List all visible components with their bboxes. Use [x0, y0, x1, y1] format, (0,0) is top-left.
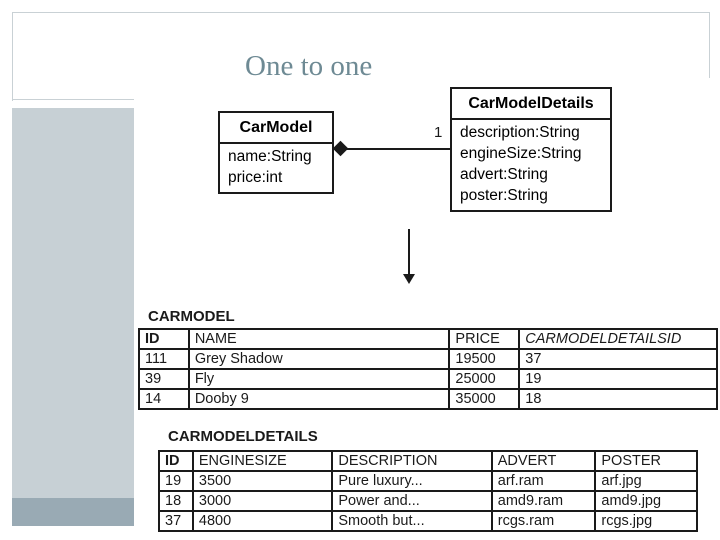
diagram-area: CarModel name:String price:int 1 CarMode…: [134, 78, 720, 540]
uml-attributes: description:String engineSize:String adv…: [452, 120, 610, 210]
table-cell: Pure luxury...: [331, 470, 493, 492]
uml-class-carmodel: CarModel name:String price:int: [218, 111, 334, 194]
column-header: PRICE: [448, 328, 521, 350]
table-cell: amd9.ram: [490, 490, 597, 512]
table-cell: Fly: [187, 368, 451, 390]
uml-attribute: engineSize:String: [460, 145, 582, 162]
table-cell: Power and...: [331, 490, 493, 512]
table-cell: 111: [138, 348, 190, 370]
table-row: 19 3500 Pure luxury... arf.ram arf.jpg: [158, 470, 698, 492]
table-cell: 14: [138, 388, 190, 410]
column-header: ADVERT: [490, 450, 597, 472]
table-row: 39 Fly 25000 19: [138, 368, 718, 390]
table-cell: 18: [158, 490, 194, 512]
uml-class-name: CarModel: [220, 113, 332, 144]
uml-class-name: CarModelDetails: [452, 89, 610, 120]
table-cell: amd9.jpg: [594, 490, 698, 512]
table-header-row: ID ENGINESIZE DESCRIPTION ADVERT POSTER: [158, 450, 698, 472]
uml-attribute: name:String: [228, 148, 312, 165]
uml-attribute: description:String: [460, 124, 580, 141]
table-carmodel: ID NAME PRICE CARMODELDETAILSID 111 Grey…: [138, 328, 718, 410]
table-cell: rcgs.ram: [490, 510, 597, 532]
column-header: POSTER: [594, 450, 698, 472]
table-cell: 3500: [191, 470, 334, 492]
table-cell: 39: [138, 368, 190, 390]
uml-attribute: price:int: [228, 169, 283, 186]
mapping-arrow-shaft: [408, 229, 410, 275]
table-row: 18 3000 Power and... amd9.ram amd9.jpg: [158, 490, 698, 512]
table-cell: 37: [518, 348, 718, 370]
table-cell: arf.jpg: [594, 470, 698, 492]
table-cell: 19: [518, 368, 718, 390]
table-cell: arf.ram: [490, 470, 597, 492]
table-cell: 19500: [448, 348, 521, 370]
table-name-carmodel: CARMODEL: [148, 308, 235, 325]
slide-frame: [12, 12, 710, 101]
side-panel-strip: [12, 498, 134, 526]
side-panel: [12, 108, 134, 526]
down-arrow-icon: [403, 274, 415, 284]
column-header: ENGINESIZE: [191, 450, 334, 472]
column-header: ID: [138, 328, 190, 350]
column-header: ID: [158, 450, 194, 472]
table-cell: 3000: [191, 490, 334, 512]
uml-attributes: name:String price:int: [220, 144, 332, 192]
column-header: DESCRIPTION: [331, 450, 493, 472]
column-header: NAME: [187, 328, 451, 350]
uml-attribute: advert:String: [460, 166, 548, 183]
table-cell: 18: [518, 388, 718, 410]
table-cell: 25000: [448, 368, 521, 390]
table-cell: Grey Shadow: [187, 348, 451, 370]
table-cell: 37: [158, 510, 194, 532]
table-carmodeldetails: ID ENGINESIZE DESCRIPTION ADVERT POSTER …: [158, 450, 698, 532]
uml-attribute: poster:String: [460, 187, 548, 204]
table-cell: Dooby 9: [187, 388, 451, 410]
uml-class-carmodeldetails: CarModelDetails description:String engin…: [450, 87, 612, 212]
table-cell: 35000: [448, 388, 521, 410]
association-line: [342, 148, 450, 150]
slide-title: One to one: [245, 50, 373, 82]
table-row: 14 Dooby 9 35000 18: [138, 388, 718, 410]
table-row: 111 Grey Shadow 19500 37: [138, 348, 718, 370]
table-cell: rcgs.jpg: [594, 510, 698, 532]
table-row: 37 4800 Smooth but... rcgs.ram rcgs.jpg: [158, 510, 698, 532]
column-header: CARMODELDETAILSID: [518, 328, 718, 350]
table-name-carmodeldetails: CARMODELDETAILS: [168, 428, 318, 445]
table-cell: Smooth but...: [331, 510, 493, 532]
table-header-row: ID NAME PRICE CARMODELDETAILSID: [138, 328, 718, 350]
table-cell: 4800: [191, 510, 334, 532]
table-cell: 19: [158, 470, 194, 492]
association-multiplicity: 1: [434, 124, 443, 141]
